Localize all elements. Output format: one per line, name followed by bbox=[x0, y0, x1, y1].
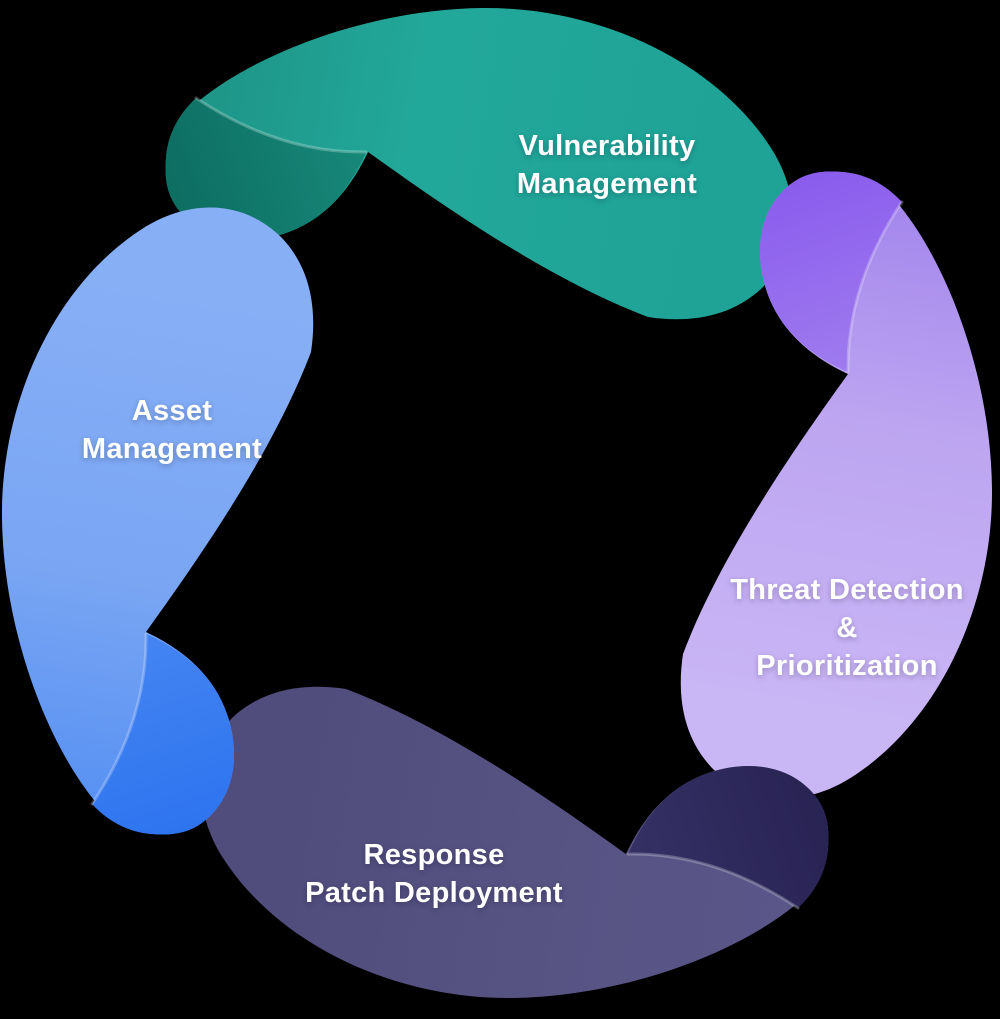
cycle-diagram bbox=[1, 7, 993, 999]
infographic-canvas: Vulnerability Management Threat Detectio… bbox=[1, 7, 993, 999]
